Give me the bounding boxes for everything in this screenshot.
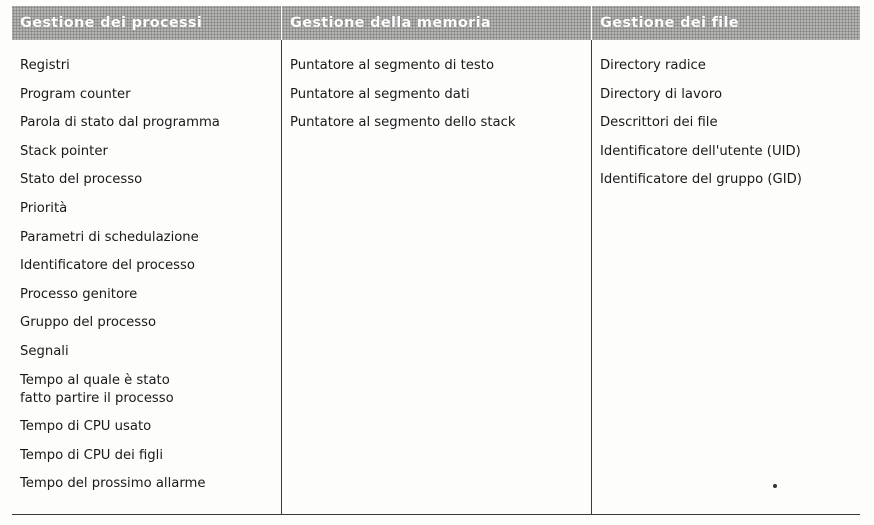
list-item-line: fatto partire il processo bbox=[20, 390, 174, 406]
list-item: Gruppo del processo bbox=[20, 315, 157, 331]
list-item: Puntatore al segmento dello stack bbox=[290, 115, 516, 131]
list-item: Tempo al quale è stato fatto partire il p… bbox=[20, 372, 281, 408]
print-speck bbox=[773, 484, 777, 488]
list-item: Program counter bbox=[20, 86, 131, 102]
header-memory-management: Gestione della memoria bbox=[282, 6, 592, 40]
list-item: Stack pointer bbox=[20, 143, 108, 159]
list-item: Puntatore al segmento dati bbox=[290, 86, 470, 102]
header-file-management: Gestione dei file bbox=[592, 6, 860, 40]
list-item: Stato del processo bbox=[20, 172, 143, 188]
list-item: Descrittori dei file bbox=[600, 115, 718, 131]
list-item: Parola di stato dal programma bbox=[20, 115, 220, 131]
list-item: Tempo di CPU usato bbox=[20, 419, 152, 435]
list-item: Segnali bbox=[20, 343, 69, 359]
list-item: Tempo del prossimo allarme bbox=[20, 476, 206, 492]
list-item: Directory radice bbox=[600, 58, 706, 73]
list-item: Tempo di CPU dei figli bbox=[20, 447, 163, 463]
list-item: Directory di lavoro bbox=[600, 86, 723, 102]
list-item: Priorità bbox=[20, 200, 68, 216]
process-table: Gestione dei processi Gestione della mem… bbox=[12, 6, 860, 515]
header-process-management: Gestione dei processi bbox=[12, 6, 282, 40]
list-item: Registri bbox=[20, 58, 70, 73]
list-item: Puntatore al segmento di testo bbox=[290, 58, 495, 73]
list-item-line: Tempo al quale è stato bbox=[20, 372, 170, 388]
list-item: Processo genitore bbox=[20, 286, 138, 302]
list-item: Identificatore del gruppo (GID) bbox=[600, 172, 802, 188]
list-item: Identificatore dell'utente (UID) bbox=[600, 143, 801, 159]
list-item: Identificatore del processo bbox=[20, 258, 195, 274]
list-item: Parametri di schedulazione bbox=[20, 229, 199, 245]
